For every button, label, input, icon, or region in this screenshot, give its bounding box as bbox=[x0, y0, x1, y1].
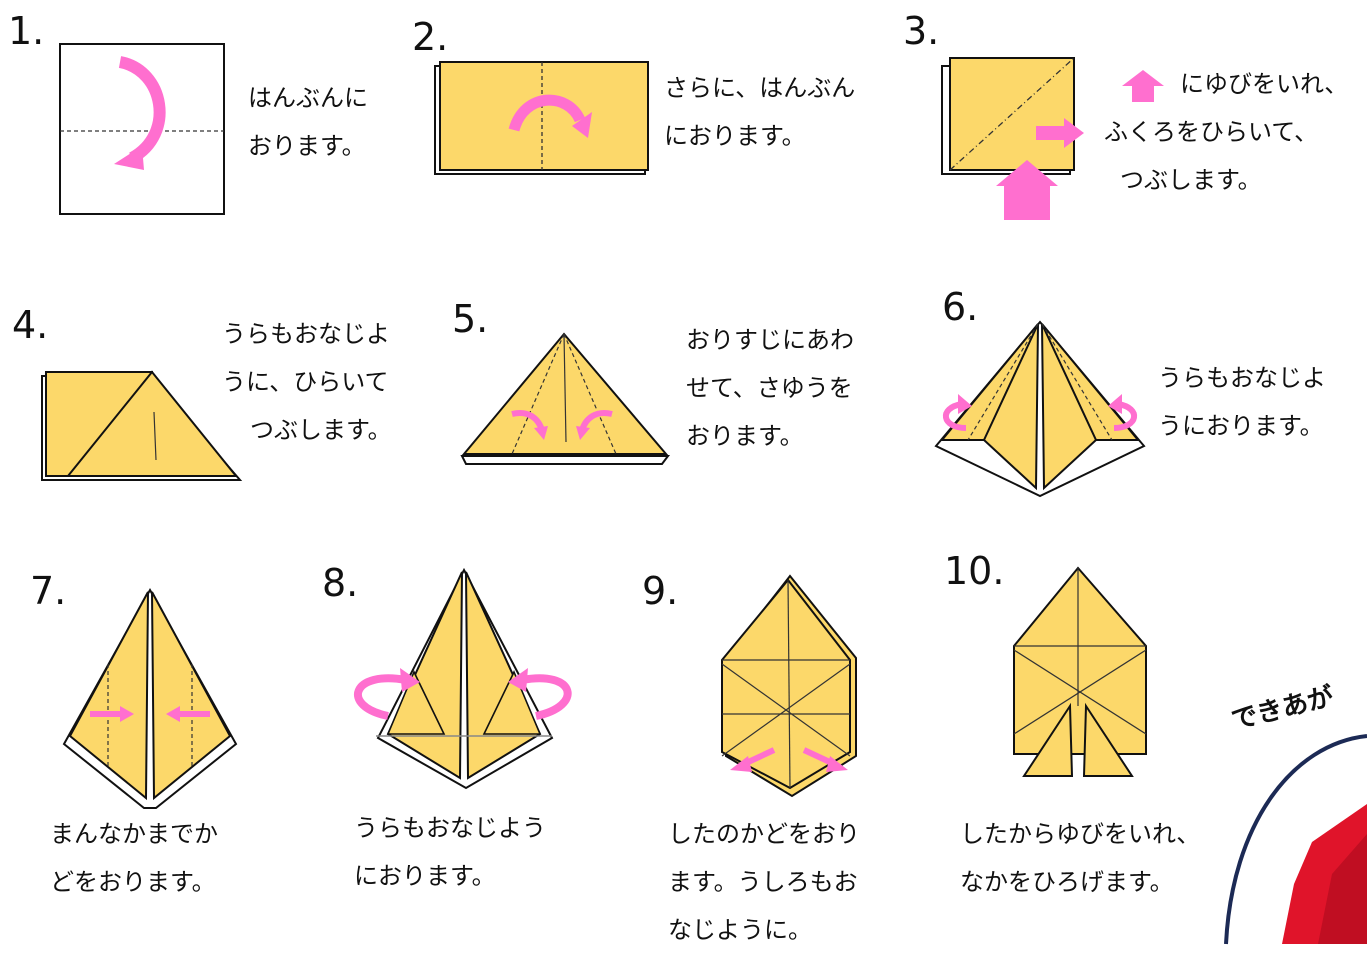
step-4-text: うらもおなじよ うに、ひらいて つぶします。 bbox=[222, 310, 392, 454]
step-10-text: したからゆびをいれ、 なかをひろげます。 bbox=[960, 810, 1200, 906]
step-10-line-2: なかをひろげます。 bbox=[960, 858, 1200, 906]
step-6-text: うらもおなじよ うにおります。 bbox=[1158, 354, 1326, 450]
step-6-line-2: うにおります。 bbox=[1158, 402, 1326, 450]
step-4-line-1: うらもおなじよ bbox=[222, 310, 392, 358]
step-4-line-2: うに、ひらいて bbox=[222, 358, 392, 406]
step-4-number: 4. bbox=[12, 306, 48, 344]
step-8-line-1: うらもおなじよう bbox=[354, 804, 546, 852]
step-5-paper-back bbox=[462, 456, 668, 464]
step-7-text: まんなかまでか どをおります。 bbox=[50, 810, 218, 906]
step-2-line-2: におります。 bbox=[664, 112, 855, 160]
step-4-line-3: つぶします。 bbox=[222, 406, 392, 454]
step-6-line-1: うらもおなじよ bbox=[1158, 354, 1326, 402]
step-5-illustration bbox=[460, 330, 672, 470]
step-9-number: 9. bbox=[642, 572, 678, 610]
step-5-line-2: せて、さゆうを bbox=[686, 364, 854, 412]
step-4-illustration bbox=[40, 368, 244, 484]
step-8-line-2: におります。 bbox=[354, 852, 546, 900]
step-2-illustration bbox=[432, 58, 652, 178]
step-8-illustration bbox=[340, 566, 584, 790]
step-9-text: したのかどをおり ます。うしろもお なじように。 bbox=[668, 810, 860, 954]
step-7-line-1: まんなかまでか bbox=[50, 810, 218, 858]
step-1-illustration bbox=[58, 42, 228, 218]
step-3-number: 3. bbox=[903, 12, 939, 50]
step-10-line-1: したからゆびをいれ、 bbox=[960, 810, 1200, 858]
step-7-line-2: どをおります。 bbox=[50, 858, 218, 906]
finished-crane-frame bbox=[1222, 724, 1367, 944]
step-7-illustration bbox=[60, 586, 240, 810]
step-9-line-2: ます。うしろもお bbox=[668, 858, 860, 906]
step-7-right-half bbox=[152, 592, 230, 798]
finger-arrow-icon bbox=[1120, 68, 1166, 104]
step-10-illustration bbox=[1010, 566, 1152, 786]
step-8-text: うらもおなじよう におります。 bbox=[354, 804, 546, 900]
step-9-line-1: したのかどをおり bbox=[668, 810, 860, 858]
step-1-line-2: おります。 bbox=[248, 122, 368, 170]
step-2-paper bbox=[440, 62, 648, 170]
step-5-text: おりすじにあわ せて、さゆうを おります。 bbox=[686, 316, 854, 460]
step-2-line-1: さらに、はんぶん bbox=[664, 64, 855, 112]
step-6-illustration bbox=[932, 320, 1150, 498]
step-2-number: 2. bbox=[412, 18, 448, 56]
step-10-body bbox=[1014, 568, 1146, 754]
step-9-illustration bbox=[712, 574, 862, 800]
step-1-number: 1. bbox=[8, 12, 44, 50]
step-9-line-3: なじように。 bbox=[668, 906, 860, 954]
step-3-illustration bbox=[940, 56, 1100, 222]
step-1-text: はんぶんに おります。 bbox=[248, 74, 368, 170]
step-3-line-2: ふくろをひらいて、 bbox=[1104, 108, 1348, 156]
step-5-line-1: おりすじにあわ bbox=[686, 316, 854, 364]
step-3-line-3: つぶします。 bbox=[1104, 156, 1348, 204]
step-10-number: 10. bbox=[944, 552, 1004, 590]
step-1-line-1: はんぶんに bbox=[248, 74, 368, 122]
step-2-text: さらに、はんぶん におります。 bbox=[664, 64, 855, 160]
step-7-left-half bbox=[70, 592, 148, 798]
step-5-line-3: おります。 bbox=[686, 412, 854, 460]
